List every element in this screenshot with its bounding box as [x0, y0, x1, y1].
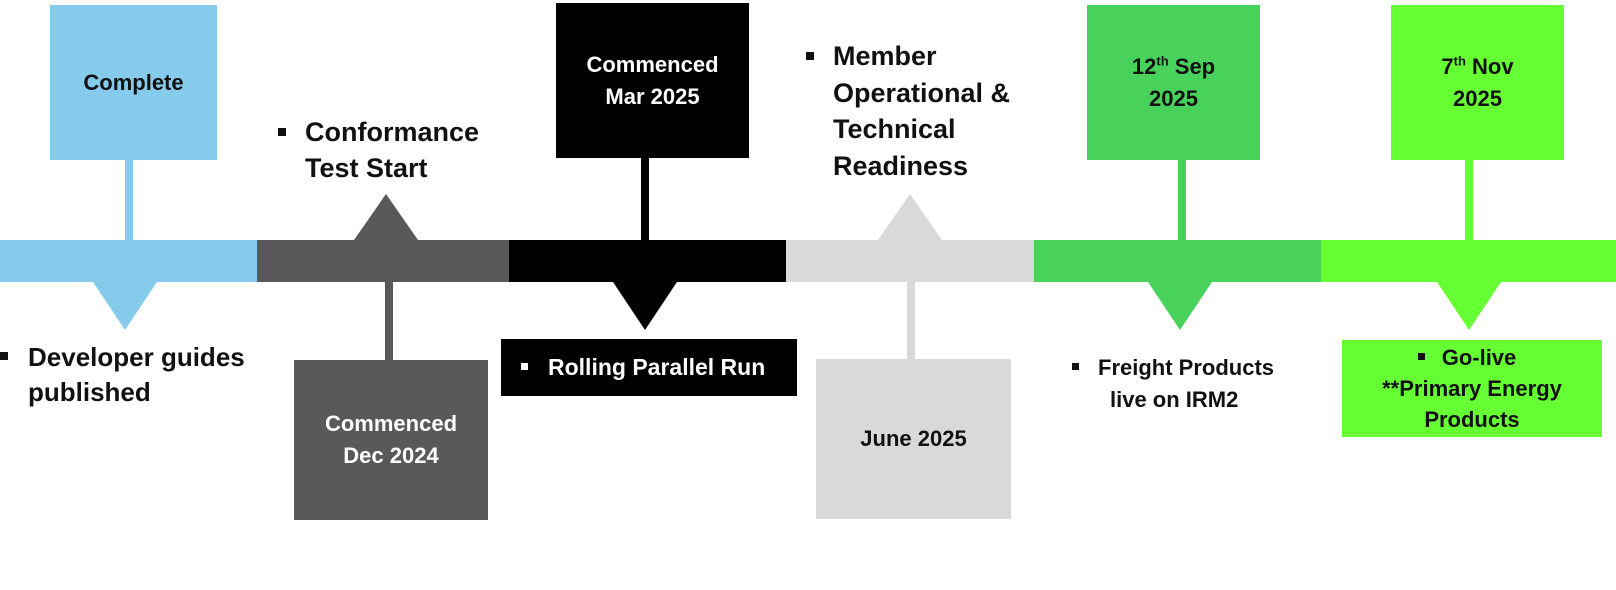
stage2-status-box: Commenced Dec 2024: [294, 360, 488, 520]
stage3-status-box: Commenced Mar 2025: [556, 3, 749, 158]
stage3-milestone-text: Rolling Parallel Run: [548, 354, 766, 380]
stage6-date-suffix: th: [1453, 53, 1466, 69]
stage5-date-line1: 12th Sep: [1132, 51, 1215, 83]
stage4-milestone-line4: Readiness: [833, 150, 969, 181]
bullet-icon: [806, 52, 814, 60]
stage6-milestone-line2: **Primary Energy: [1382, 376, 1562, 401]
stage1-milestone-text: Developer guides published: [28, 342, 245, 407]
stage6-milestone-line1: Go-live: [1417, 342, 1517, 373]
bullet-icon: [0, 352, 8, 360]
bullet-icon: [278, 128, 286, 136]
stage6-date-day: 7: [1441, 53, 1454, 79]
stage3-status-line2: Mar 2025: [605, 83, 700, 109]
stage6-date-line1: 7th Nov: [1441, 51, 1513, 83]
stage5-milestone-line2: live on IRM2: [1110, 387, 1239, 412]
stage5-date-year: 2025: [1149, 85, 1198, 111]
stage5-milestone-line1: Freight Products: [1098, 355, 1275, 380]
stage1-pointer-down: [93, 282, 157, 330]
bullet-icon: [1417, 353, 1425, 360]
stage6-date-box: 7th Nov 2025: [1391, 5, 1564, 160]
stage5-pointer-down: [1148, 282, 1212, 330]
stage3-milestone-box: Rolling Parallel Run: [501, 339, 797, 396]
stage4-status-box: June 2025: [816, 359, 1011, 519]
stage5-milestone: Freight Products live on IRM2: [1070, 352, 1310, 416]
stage2-pointer-up: [354, 194, 418, 240]
stage6-connector: [1465, 160, 1473, 240]
bullet-icon: [521, 363, 528, 370]
stage5-date-day: 12: [1131, 53, 1157, 79]
stage3-connector: [641, 158, 649, 240]
timeline-segment-6: [1321, 240, 1616, 282]
stage5-date-month: Sep: [1174, 53, 1216, 79]
stage6-milestone-line3: Products: [1424, 407, 1520, 432]
stage2-connector: [385, 282, 393, 360]
stage3-pointer-down: [613, 282, 677, 330]
stage4-milestone-line1: Member: [833, 41, 937, 71]
stage5-date-box: 12th Sep 2025: [1087, 5, 1260, 160]
stage1-milestone: Developer guides published: [0, 340, 280, 410]
stage2-status-line2: Dec 2024: [343, 443, 439, 468]
timeline-segment-4: [786, 240, 1034, 282]
stage3-status-line1: Commenced: [586, 51, 719, 77]
timeline-segment-2: [257, 240, 509, 282]
stage2-milestone: Conformance Test Start: [278, 114, 518, 186]
stage6-date-year: 2025: [1453, 85, 1502, 111]
stage5-connector: [1178, 160, 1186, 240]
stage6-milestone-line1-text: Go-live: [1441, 345, 1517, 370]
stage6-milestone-box: Go-live **Primary Energy Products: [1342, 340, 1602, 437]
timeline-segment-5: [1034, 240, 1321, 282]
stage1-status-text: Complete: [83, 69, 184, 95]
stage5-date-suffix: th: [1156, 53, 1169, 69]
timeline-segment-3: [509, 240, 786, 282]
stage2-milestone-text: Conformance Test Start: [305, 117, 480, 183]
stage1-status-box: Complete: [50, 5, 217, 160]
stage4-milestone-line3: Technical: [833, 114, 956, 144]
stage1-connector: [125, 160, 133, 240]
stage6-pointer-down: [1437, 282, 1501, 330]
timeline-segment-1: [0, 240, 257, 282]
stage4-status-text: June 2025: [860, 426, 967, 451]
stage2-status-line1: Commenced: [324, 411, 458, 436]
stage4-milestone-line2: Operational &: [833, 77, 1011, 108]
stage4-milestone: Member Operational & Technical Readiness: [806, 38, 1036, 184]
bullet-icon: [1072, 363, 1079, 370]
stage4-pointer-up: [878, 194, 942, 240]
stage4-connector: [907, 282, 915, 359]
stage6-date-month: Nov: [1472, 53, 1514, 79]
